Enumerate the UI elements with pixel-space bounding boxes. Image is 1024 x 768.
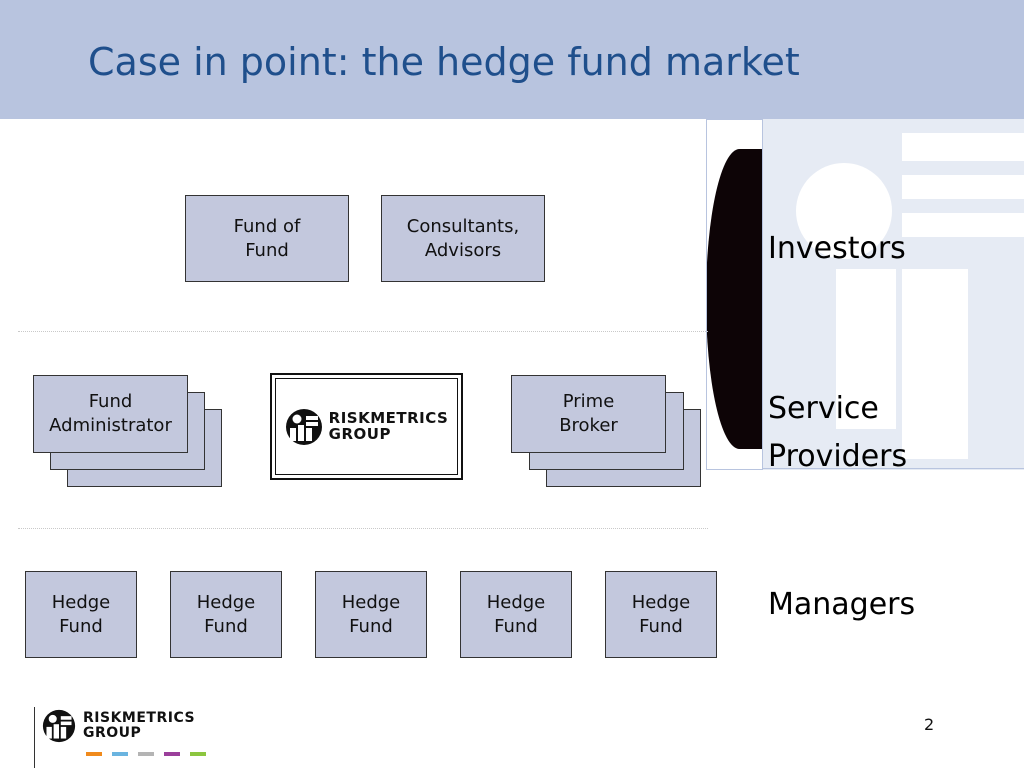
hedge-fund-box: Hedge Fund bbox=[460, 571, 572, 658]
hedge-fund-label: Hedge Fund bbox=[631, 591, 691, 637]
hedge-fund-label: Hedge Fund bbox=[51, 591, 111, 637]
prime-broker-box: Prime Broker bbox=[511, 375, 666, 453]
dash-green bbox=[190, 752, 206, 756]
riskmetrics-logo-icon bbox=[42, 709, 76, 743]
hedge-fund-box: Hedge Fund bbox=[605, 571, 717, 658]
separator-investors bbox=[18, 331, 708, 332]
consultants-label: Consultants, Advisors bbox=[406, 215, 520, 261]
dash-gray bbox=[138, 752, 154, 756]
prime-broker-label: Prime Broker bbox=[559, 391, 618, 436]
slide-title: Case in point: the hedge fund market bbox=[88, 40, 800, 84]
label-managers: Managers bbox=[768, 587, 916, 622]
fund-administrator-label: Fund Administrator bbox=[49, 391, 172, 436]
page-number: 2 bbox=[924, 715, 935, 734]
label-investors: Investors bbox=[768, 231, 906, 266]
footer-rule bbox=[34, 707, 35, 768]
separator-service-providers bbox=[18, 528, 708, 529]
logo-line-2: Group bbox=[328, 424, 391, 443]
dash-blue bbox=[112, 752, 128, 756]
hedge-fund-box: Hedge Fund bbox=[315, 571, 427, 658]
fund-administrator-box: Fund Administrator bbox=[33, 375, 188, 453]
fund-of-fund-box: Fund of Fund bbox=[185, 195, 349, 282]
footer-logo-line-1: RiskMetrics bbox=[83, 710, 196, 727]
hedge-fund-box: Hedge Fund bbox=[25, 571, 137, 658]
title-bar: Case in point: the hedge fund market bbox=[0, 0, 1024, 119]
fund-of-fund-label: Fund of Fund bbox=[233, 215, 301, 261]
hedge-fund-label: Hedge Fund bbox=[486, 591, 546, 637]
consultants-box: Consultants, Advisors bbox=[381, 195, 545, 282]
riskmetrics-logo-box: RiskMetrics Group bbox=[270, 373, 463, 480]
logo-line-1: RiskMetrics bbox=[328, 408, 449, 427]
hedge-fund-box: Hedge Fund bbox=[170, 571, 282, 658]
label-service-providers: Service Providers bbox=[768, 391, 908, 474]
hedge-fund-label: Hedge Fund bbox=[341, 591, 401, 637]
riskmetrics-logo-icon bbox=[285, 408, 322, 445]
dash-purple bbox=[164, 752, 180, 756]
background-watermark bbox=[706, 119, 1024, 470]
footer-logo-line-2: Group bbox=[83, 725, 142, 741]
hedge-fund-label: Hedge Fund bbox=[196, 591, 256, 637]
footer-logo: RiskMetrics Group bbox=[42, 709, 195, 743]
watermark-disc bbox=[706, 149, 762, 449]
dash-orange bbox=[86, 752, 102, 756]
